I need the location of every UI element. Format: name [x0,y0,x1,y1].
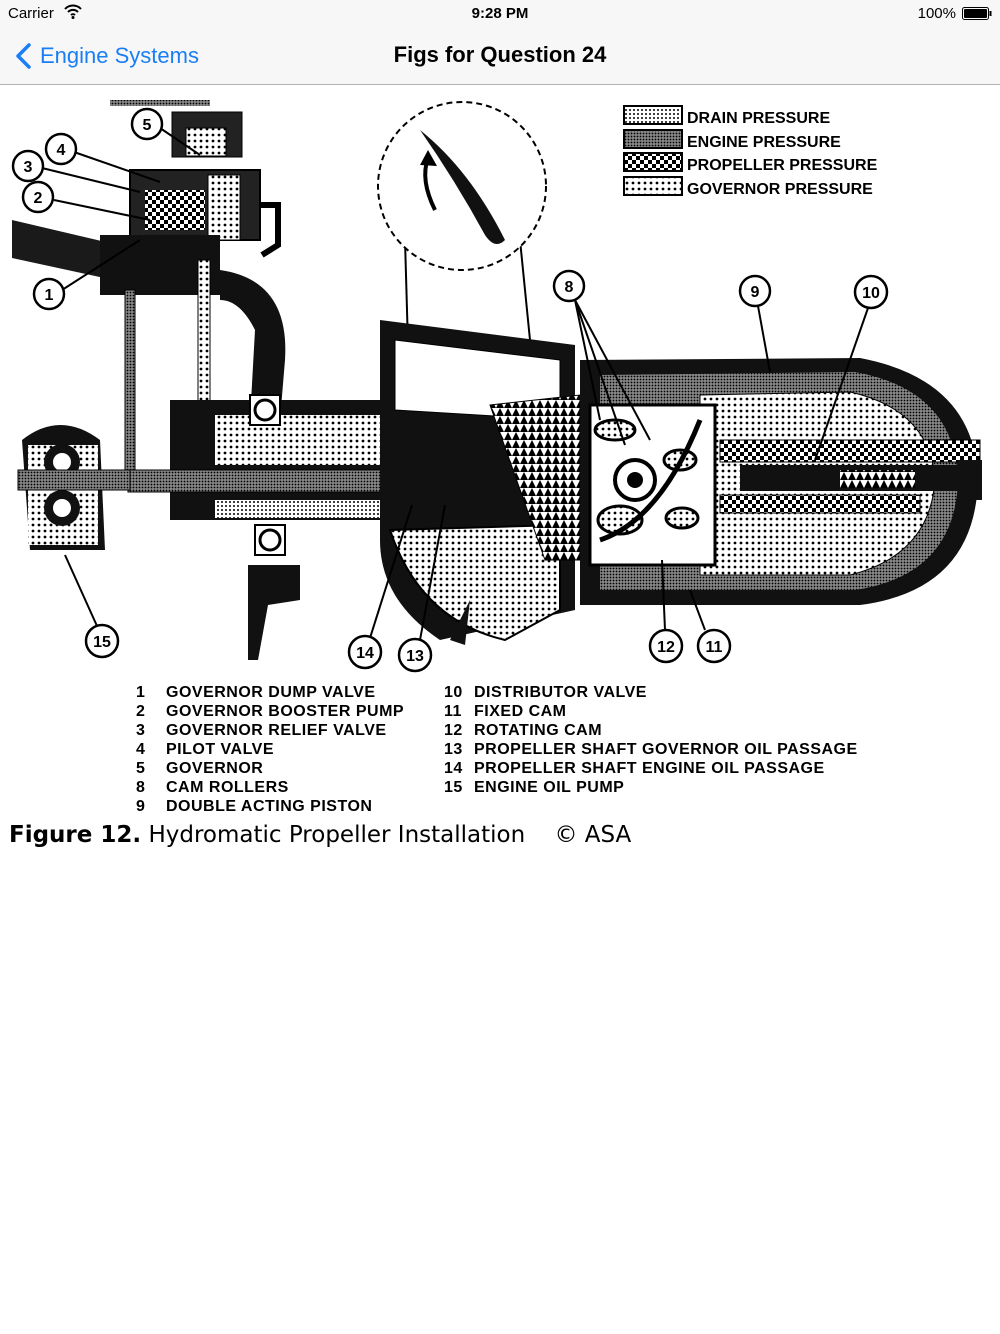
legend-label-governor: GOVERNOR PRESSURE [687,181,873,198]
key-number: 13 [444,741,463,758]
key-number: 12 [444,722,463,739]
svg-text:2: 2 [34,190,43,207]
callout-9: 9 [738,274,772,308]
key-label: PROPELLER SHAFT GOVERNOR OIL PASSAGE [474,741,858,758]
blade-detail [377,101,547,346]
callout-5: 5 [130,107,164,141]
battery-percentage: 100% [917,5,956,22]
copyright-notice: © ASA [554,822,632,848]
key-label: ENGINE OIL PUMP [474,779,625,796]
svg-text:3: 3 [24,159,33,176]
key-row: 9 DOUBLE ACTING PISTON [136,797,404,816]
key-label: GOVERNOR RELIEF VALVE [166,722,387,739]
key-row: 3 GOVERNOR RELIEF VALVE [136,721,404,740]
key-row: 15 ENGINE OIL PUMP [444,778,858,797]
parts-key: 1 GOVERNOR DUMP VALVE 2 GOVERNOR BOOSTER P… [136,683,916,816]
svg-text:10: 10 [862,285,880,302]
key-label: GOVERNOR DUMP VALVE [166,684,376,701]
key-row: 12 ROTATING CAM [444,721,858,740]
figure-title: Hydromatic Propeller Installation [148,822,526,848]
legend-swatch-engine [623,129,683,149]
chevron-left-icon [16,43,31,69]
hydromatic-propeller-diagram: DRAIN PRESSURE ENGINE PRESSURE PROPELLER… [11,100,982,673]
governor-assembly [12,100,286,476]
navigation-bar: Engine Systems Figs for Question 24 [0,28,1000,85]
callout-leader-lines [41,127,869,641]
key-number: 5 [136,760,146,777]
callout-8: 8 [552,269,586,303]
wifi-icon [64,4,82,19]
legend-swatch-governor [623,176,683,196]
legend-swatch-propeller [623,152,683,172]
key-label: PILOT VALVE [166,741,275,758]
key-number: 14 [444,760,463,777]
callout-12: 12 [648,628,684,664]
svg-text:11: 11 [706,639,723,656]
carrier-label: Carrier [8,5,54,22]
key-number: 4 [136,741,146,758]
svg-text:13: 13 [406,648,424,665]
key-number: 8 [136,779,146,796]
back-button[interactable]: Engine Systems [14,40,199,72]
key-label: DOUBLE ACTING PISTON [166,798,373,815]
callout-14: 14 [347,634,383,670]
key-number: 11 [444,703,462,720]
key-label: DISTRIBUTOR VALVE [474,684,647,701]
callout-1: 1 [32,277,66,311]
engine-oil-pump [17,425,131,550]
key-row: 13 PROPELLER SHAFT GOVERNOR OIL PASSAGE [444,740,858,759]
key-row: 4 PILOT VALVE [136,740,404,759]
legend-swatch-drain [623,105,683,125]
legend-label-engine: ENGINE PRESSURE [687,134,841,151]
key-row: 10 DISTRIBUTOR VALVE [444,683,858,702]
callout-3: 3 [11,149,45,183]
legend-label-propeller: PROPELLER PRESSURE [687,157,878,174]
callout-15: 15 [84,623,120,659]
back-button-label: Engine Systems [40,43,199,68]
clock: 9:28 PM [471,5,529,22]
key-row: 8 CAM ROLLERS [136,778,404,797]
battery-icon [962,7,992,20]
key-number: 1 [136,684,146,701]
svg-text:12: 12 [657,639,675,656]
key-number: 9 [136,798,146,815]
svg-text:9: 9 [751,284,760,301]
key-label: CAM ROLLERS [166,779,289,796]
svg-text:1: 1 [45,287,54,304]
propeller-shaft [127,320,590,660]
page-title: Figs for Question 24 [393,42,607,67]
propeller-dome [580,358,982,605]
callout-2: 2 [21,180,55,214]
key-label: GOVERNOR BOOSTER PUMP [166,703,405,720]
key-label: FIXED CAM [474,703,567,720]
key-row: 11 FIXED CAM [444,702,858,721]
pressure-legend: DRAIN PRESSURE ENGINE PRESSURE PROPELLER… [623,105,878,198]
svg-text:8: 8 [565,279,574,296]
legend-label-drain: DRAIN PRESSURE [687,110,830,127]
key-number: 3 [136,722,146,739]
svg-text:14: 14 [356,645,374,662]
callout-4: 4 [44,132,78,166]
callout-13: 13 [397,637,433,673]
key-row: 1 GOVERNOR DUMP VALVE [136,683,404,702]
svg-text:5: 5 [143,117,152,134]
key-row: 2 GOVERNOR BOOSTER PUMP [136,702,404,721]
figure-caption: Figure 12. Hydromatic Propeller Installa… [9,822,631,848]
parts-key-right-column: 10 DISTRIBUTOR VALVE 11 FIXED CAM 12 ROTATI… [444,683,858,797]
status-bar: Carrier 9:28 PM 100% [0,0,1000,28]
callout-10: 10 [853,274,889,310]
key-number: 2 [136,703,146,720]
key-label: GOVERNOR [166,760,264,777]
key-label: ROTATING CAM [474,722,603,739]
key-label: PROPELLER SHAFT ENGINE OIL PASSAGE [474,760,825,777]
figure-number: Figure 12. [9,822,142,848]
key-number: 10 [444,684,463,701]
svg-text:4: 4 [57,142,66,159]
parts-key-left-column: 1 GOVERNOR DUMP VALVE 2 GOVERNOR BOOSTER P… [136,683,404,816]
key-number: 15 [444,779,463,796]
key-row: 5 GOVERNOR [136,759,404,778]
callout-11: 11 [696,628,732,664]
svg-text:15: 15 [93,634,111,651]
key-row: 14 PROPELLER SHAFT ENGINE OIL PASSAGE [444,759,858,778]
